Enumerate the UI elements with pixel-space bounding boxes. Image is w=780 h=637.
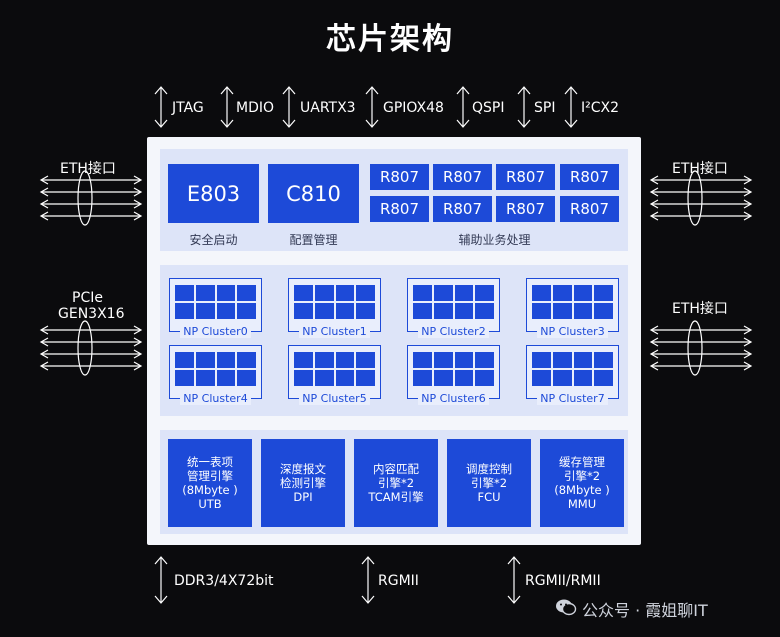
engine-text: (8Mbyte ): [182, 483, 238, 497]
r807-block: R807: [560, 196, 619, 222]
fcu-engine-block: 调度控制 引擎*2 FCU: [447, 439, 531, 527]
engine-text: 缓存管理: [559, 455, 605, 469]
np-cluster-label: NP Cluster5: [299, 392, 370, 405]
engine-text: FCU: [477, 490, 501, 504]
r807-block: R807: [433, 164, 492, 190]
c810-block: C810: [268, 164, 359, 223]
np-cluster: NP Cluster0: [169, 278, 262, 338]
mmu-engine-block: 缓存管理 引擎*2 (8Mbyte ) MMU: [540, 439, 624, 527]
page-title: 芯片架构: [326, 22, 454, 57]
interface-mdio: MDIO: [236, 100, 275, 116]
interface-gpio: GPIOX48: [383, 100, 444, 116]
interface-qspi: QSPI: [472, 100, 505, 116]
r807-block: R807: [560, 164, 619, 190]
r807-block: R807: [433, 196, 492, 222]
np-cluster: NP Cluster7: [526, 345, 619, 405]
np-cluster-label: NP Cluster4: [180, 392, 251, 405]
np-cluster: NP Cluster2: [407, 278, 500, 338]
wechat-icon: [556, 599, 577, 616]
interface-jtag: JTAG: [172, 100, 204, 116]
engine-text: 检测引擎: [280, 476, 326, 490]
np-cluster: NP Cluster3: [526, 278, 619, 338]
engine-text: 引擎*2: [377, 476, 415, 490]
r807-block: R807: [370, 196, 429, 222]
r807-block: R807: [496, 164, 555, 190]
np-cluster: NP Cluster5: [288, 345, 381, 405]
np-cluster-label: NP Cluster3: [537, 325, 608, 338]
utb-engine-block: 统一表项 管理引擎 (8Mbyte ) UTB: [168, 439, 252, 527]
np-cluster: NP Cluster6: [407, 345, 500, 405]
watermark: 公众号 · 霞姐聊IT: [582, 601, 708, 620]
interface-spi: SPI: [534, 100, 556, 116]
engine-text: 管理引擎: [187, 469, 233, 483]
np-cluster-label: NP Cluster0: [180, 325, 251, 338]
interface-i2c: I²CX2: [581, 100, 620, 116]
left-eth-label: ETH接口: [60, 161, 116, 177]
engine-text: 深度报文: [280, 462, 326, 476]
tcam-engine-block: 内容匹配 引擎*2 TCAM引擎: [354, 439, 438, 527]
left-pcie-label-line1: PCIe: [72, 290, 103, 306]
np-cluster-label: NP Cluster2: [418, 325, 489, 338]
interface-rgmii: RGMII: [378, 573, 419, 589]
np-cluster-label: NP Cluster6: [418, 392, 489, 405]
engine-text: TCAM引擎: [368, 490, 424, 504]
interface-rgmii-rmii: RGMII/RMII: [525, 573, 601, 589]
engine-text: DPI: [293, 490, 313, 504]
c810-caption: 配置管理: [289, 233, 338, 247]
e803-block: E803: [168, 164, 259, 223]
r807-block: R807: [370, 164, 429, 190]
interface-ddr: DDR3/4X72bit: [174, 573, 274, 589]
engine-text: 调度控制: [466, 462, 512, 476]
engine-text: 引擎*2: [470, 476, 508, 490]
engine-text: 内容匹配: [373, 462, 419, 476]
dpi-engine-block: 深度报文 检测引擎 DPI: [261, 439, 345, 527]
right-eth-label-bottom: ETH接口: [672, 301, 728, 317]
e803-caption: 安全启动: [189, 233, 238, 247]
np-cluster: NP Cluster4: [169, 345, 262, 405]
np-cluster-label: NP Cluster7: [537, 392, 608, 405]
interface-uart: UARTX3: [300, 100, 356, 116]
engine-text: 引擎*2: [563, 469, 601, 483]
np-cluster-label: NP Cluster1: [299, 325, 370, 338]
engine-text: UTB: [198, 497, 222, 511]
engine-text: MMU: [567, 497, 597, 511]
left-pcie-label-line2: GEN3X16: [58, 306, 125, 322]
right-eth-label-top: ETH接口: [672, 161, 728, 177]
r807-block: R807: [496, 196, 555, 222]
engine-text: 统一表项: [187, 455, 233, 469]
r807-caption: 辅助业务处理: [458, 233, 531, 247]
np-cluster: NP Cluster1: [288, 278, 381, 338]
engine-text: (8Mbyte ): [554, 483, 610, 497]
